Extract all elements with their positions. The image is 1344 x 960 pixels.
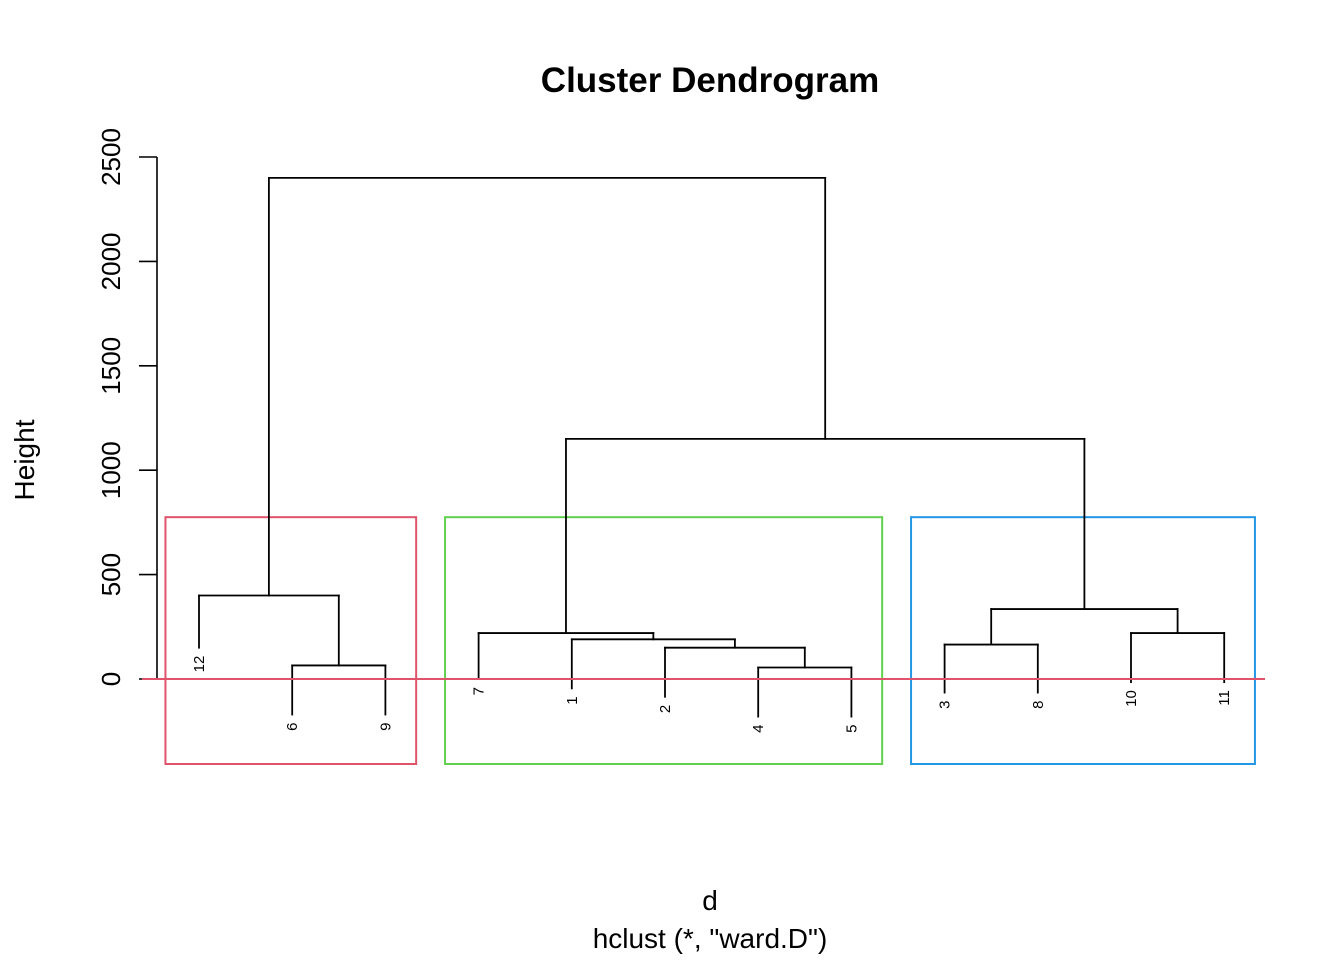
leaf-label-9: 9 [377,722,394,730]
cluster-box-3 [910,516,1256,765]
chart-title: Cluster Dendrogram [541,61,879,100]
leaf-label-6: 6 [284,722,301,730]
leaf-label-8: 8 [1030,701,1047,709]
x-axis-label: d [702,885,718,916]
y-axis: 0 500 1000 1500 2000 2500 [96,128,158,686]
y-tick-label: 2000 [96,232,126,290]
leaf-label-3: 3 [937,701,954,709]
cluster-boxes [164,516,1256,765]
leaf-label-4: 4 [750,725,767,733]
leaf-label-5: 5 [843,725,860,733]
subtitle: hclust (*, "ward.D") [593,923,828,954]
y-tick-label: 0 [96,672,126,686]
leaf-label-10: 10 [1123,690,1140,707]
y-tick-label: 2500 [96,128,126,186]
leaf-label-1: 1 [564,696,581,704]
y-tick-label: 500 [96,553,126,596]
leaf-label-12: 12 [191,656,208,673]
leaf-label-11: 11 [1216,690,1233,706]
cluster-box-2 [444,516,884,765]
y-tick-label: 1500 [96,337,126,395]
y-axis-label: Height [9,419,40,500]
dendrogram-branches [198,176,1226,718]
leaf-label-2: 2 [657,705,674,713]
leaf-label-7: 7 [471,687,488,695]
y-tick-label: 1000 [96,441,126,499]
cluster-box-1 [164,516,418,765]
